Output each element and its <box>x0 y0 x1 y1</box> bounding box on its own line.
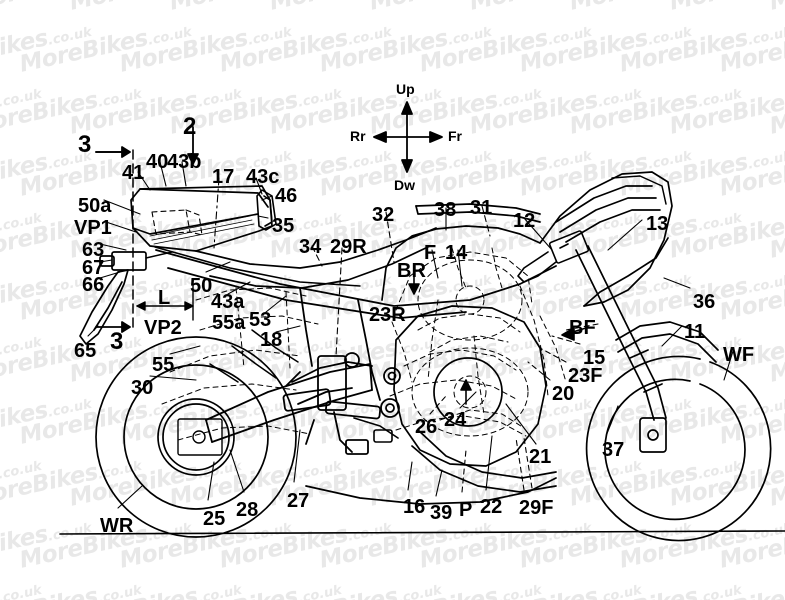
callout-wf: WF <box>723 344 755 366</box>
orientation-label-up: Up <box>396 81 415 97</box>
callout-36: 36 <box>693 291 716 313</box>
orientation-label-front: Fr <box>448 128 462 144</box>
callout-50a: 50a <box>78 195 112 217</box>
callout-11: 11 <box>684 321 706 343</box>
callout-32: 32 <box>372 204 395 226</box>
callout-16: 16 <box>403 496 426 518</box>
callout-18: 18 <box>260 329 283 351</box>
callout-p: P <box>459 499 473 521</box>
callout-38: 38 <box>434 199 457 221</box>
callout-30: 30 <box>131 377 154 399</box>
callout-24: 24 <box>444 409 467 431</box>
callout-35: 35 <box>272 215 295 237</box>
callout-63: 63 <box>82 239 105 261</box>
callout-vp2: VP2 <box>144 317 182 339</box>
callout-43a: 43a <box>211 291 245 313</box>
callout-46: 46 <box>275 185 298 207</box>
callout-25: 25 <box>203 508 226 530</box>
callout-20: 20 <box>552 383 575 405</box>
callout-26: 26 <box>415 416 438 438</box>
callout-31: 31 <box>470 197 493 219</box>
callout-65: 65 <box>74 340 97 362</box>
callout-55: 55 <box>152 354 175 376</box>
callout-34: 34 <box>299 236 322 258</box>
callout-21: 21 <box>529 446 552 468</box>
section-mark-2: 2 <box>183 113 197 140</box>
callout-28: 28 <box>236 499 259 521</box>
callout-br: BR <box>397 260 426 282</box>
callout-53: 53 <box>249 309 272 331</box>
callout-37: 37 <box>602 439 625 461</box>
callout-66: 66 <box>82 274 105 296</box>
section-mark-3: 3 <box>110 328 124 355</box>
callout-43b: 43b <box>167 151 202 173</box>
callout-22: 22 <box>480 496 503 518</box>
section-mark-3: 3 <box>78 131 92 158</box>
callout-17: 17 <box>212 166 235 188</box>
callout-41: 41 <box>122 162 145 184</box>
callout-13: 13 <box>646 213 669 235</box>
callout-12: 12 <box>513 210 536 232</box>
callout-40: 40 <box>146 151 169 173</box>
callout-23r: 23R <box>369 304 406 326</box>
callout-43c: 43c <box>246 166 280 188</box>
orientation-label-down: Dw <box>394 177 415 193</box>
callout-vp1: VP1 <box>74 217 112 239</box>
callout-39: 39 <box>430 502 453 524</box>
callout-50: 50 <box>190 275 213 297</box>
callout-29f: 29F <box>519 497 554 519</box>
callout-29r: 29R <box>330 236 367 258</box>
callout-wr: WR <box>100 515 134 537</box>
callout-14: 14 <box>445 242 468 264</box>
callout-27: 27 <box>287 490 310 512</box>
callout-55a: 55a <box>212 312 246 334</box>
orientation-label-rear: Rr <box>350 128 366 144</box>
callout-bf: BF <box>569 317 596 339</box>
callout-l: L <box>158 287 171 309</box>
